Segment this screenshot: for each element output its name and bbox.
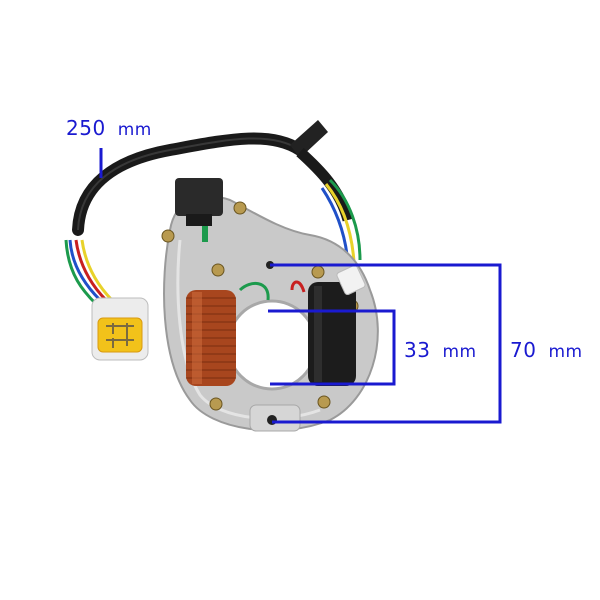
hole-spacing-bracket bbox=[270, 263, 502, 424]
coil-height-value: 33 bbox=[404, 338, 431, 362]
pulser-pickup bbox=[175, 178, 223, 242]
cable-length-value: 250 bbox=[66, 116, 106, 140]
connector-wires bbox=[64, 239, 114, 306]
center-bore bbox=[226, 299, 318, 391]
coil-height-unit: mm bbox=[442, 342, 477, 362]
copper-coil bbox=[186, 290, 236, 386]
dimension-lines bbox=[99, 148, 502, 424]
cable-length-label: 250 mm bbox=[66, 116, 152, 140]
hole-spacing-unit: mm bbox=[548, 342, 583, 362]
cable-length-unit: mm bbox=[117, 120, 152, 140]
coil-height-bracket bbox=[268, 309, 396, 386]
coil-height-label: 33 mm bbox=[404, 338, 477, 362]
hole-spacing-value: 70 bbox=[510, 338, 537, 362]
wiring-connector bbox=[91, 297, 149, 361]
hole-spacing-label: 70 mm bbox=[510, 338, 583, 362]
black-coil bbox=[308, 282, 356, 386]
grommet bbox=[290, 120, 354, 222]
